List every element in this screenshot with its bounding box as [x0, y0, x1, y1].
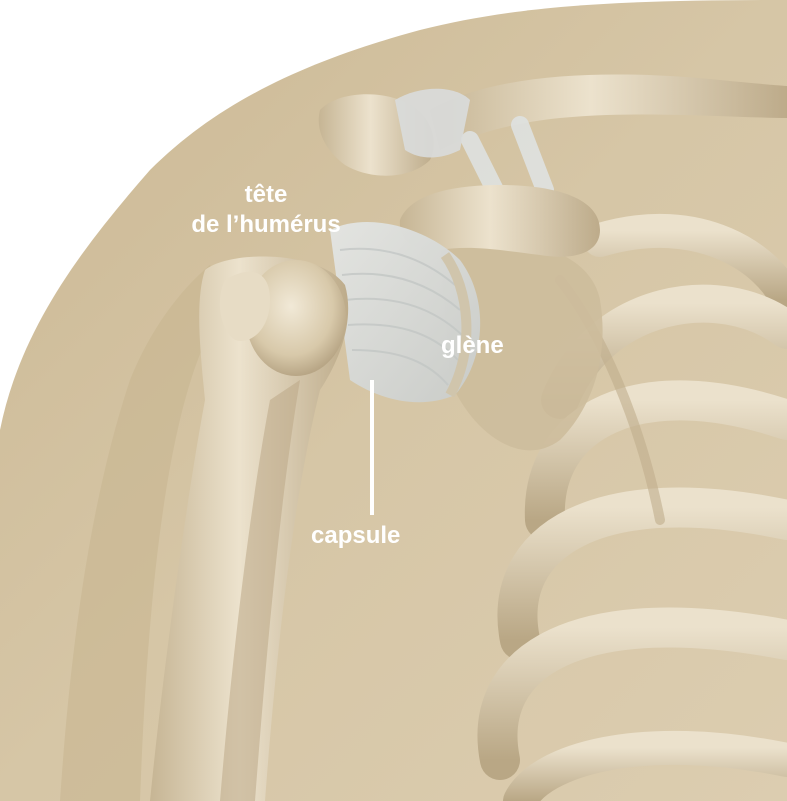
- glenoid-label: glène: [441, 331, 504, 361]
- humeral-head-label: tête de l’humérus: [160, 180, 372, 240]
- capsule-label: capsule: [311, 521, 400, 551]
- capsule-leader-line: [370, 380, 374, 515]
- acromioclavicular-ligament: [395, 89, 470, 158]
- humeral-head-label-line1: tête: [160, 180, 372, 210]
- humeral-head-label-line2: de l’humérus: [160, 210, 372, 240]
